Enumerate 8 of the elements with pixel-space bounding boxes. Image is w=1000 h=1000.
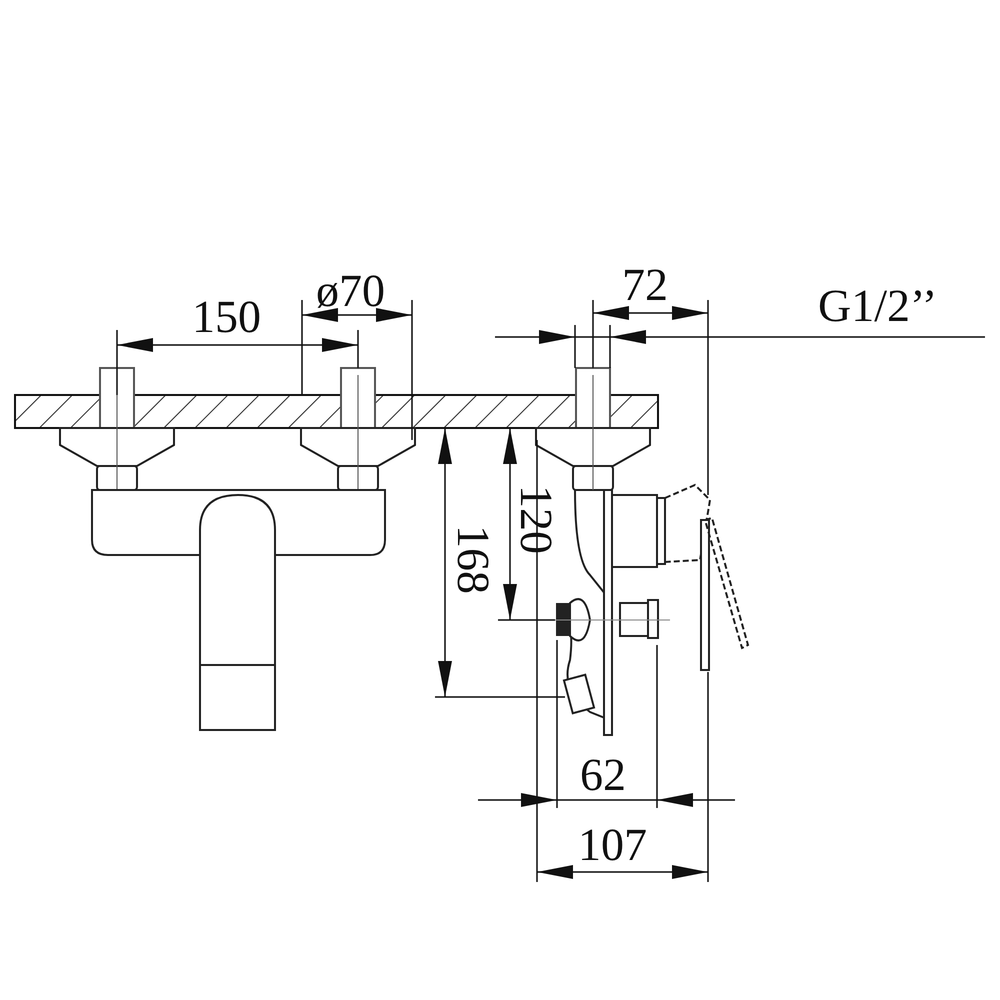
dimension-label: 168	[450, 525, 496, 594]
dimension-label: G1/2’’	[818, 283, 938, 329]
dimension-label: 107	[578, 822, 647, 868]
dimension-label: 150	[192, 294, 261, 340]
dimension-label: 62	[580, 752, 626, 798]
dimension-label: 72	[622, 262, 668, 308]
dimension-label: 120	[513, 485, 559, 554]
dimension-label: ø70	[316, 268, 385, 314]
